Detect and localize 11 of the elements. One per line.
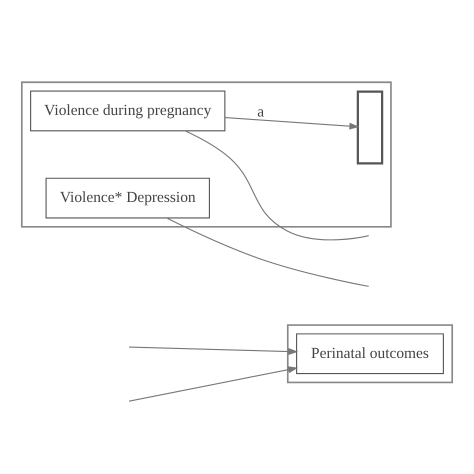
- connector: [166, 217, 369, 286]
- cluster: [20, 80, 392, 228]
- arrow: [129, 346, 298, 354]
- node-box: Perinatal outcomes: [296, 332, 444, 374]
- arrow: [128, 366, 298, 402]
- arrow: [225, 116, 360, 130]
- connector: [184, 130, 369, 240]
- edge-label: a: [257, 103, 264, 120]
- node-box: Violence* Depression: [46, 177, 210, 218]
- node-box: Violence during pregnancy: [30, 90, 226, 131]
- node-box: [356, 90, 384, 164]
